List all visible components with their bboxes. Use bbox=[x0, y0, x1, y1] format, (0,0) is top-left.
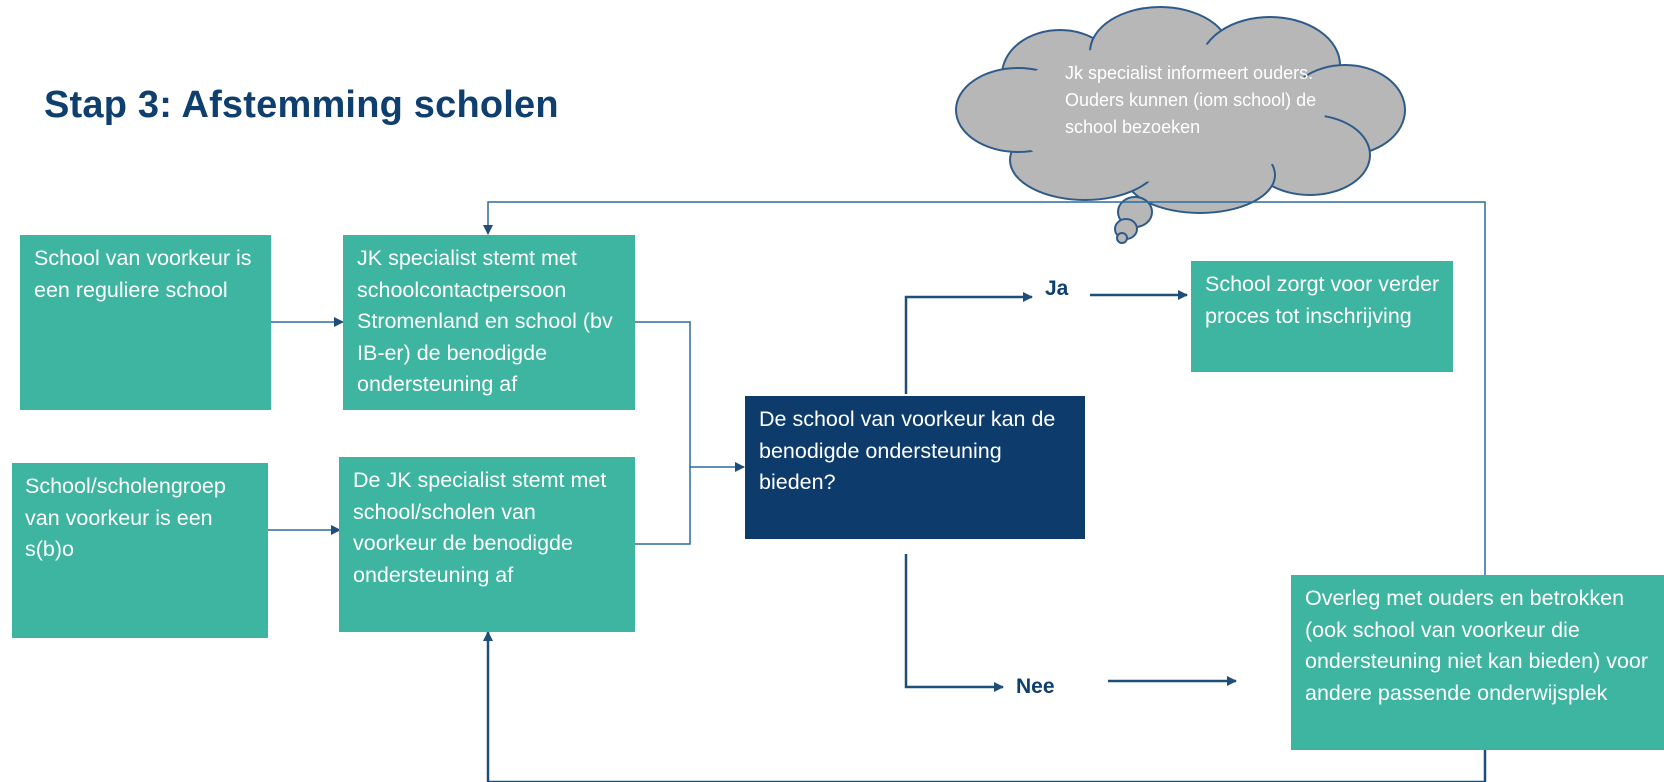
label-ja: Ja bbox=[1045, 277, 1069, 300]
connector-loop-top bbox=[483, 201, 1486, 575]
box-regular-school: School van voorkeur is een reguliere sch… bbox=[20, 235, 271, 410]
box-consult-parents: Overleg met ouders en betrokken (ook sch… bbox=[1291, 575, 1664, 750]
label-nee: Nee bbox=[1016, 675, 1055, 698]
box-jk-regular: JK specialist stemt met schoolcontactper… bbox=[343, 235, 635, 410]
page-title: Stap 3: Afstemming scholen bbox=[44, 84, 559, 126]
arrow-decision-to-ja bbox=[904, 292, 1033, 394]
connector-jk-sbo-merge bbox=[635, 467, 691, 545]
connector-loop-bottom bbox=[483, 631, 1487, 782]
connector-jk-regular-merge bbox=[635, 321, 691, 467]
box-jk-sbo: De JK specialist stemt met school/schole… bbox=[339, 457, 635, 632]
cloud-text: Jk specialist informeert ouders. Ouders … bbox=[1065, 63, 1317, 137]
box-school-proceeds: School zorgt voor verder proces tot insc… bbox=[1191, 261, 1453, 372]
box-decision: De school van voorkeur kan de benodigde … bbox=[745, 396, 1085, 539]
arrow-decision-to-nee bbox=[904, 554, 1004, 692]
box-sbo-school: School/scholengroep van voorkeur is een … bbox=[12, 463, 268, 638]
